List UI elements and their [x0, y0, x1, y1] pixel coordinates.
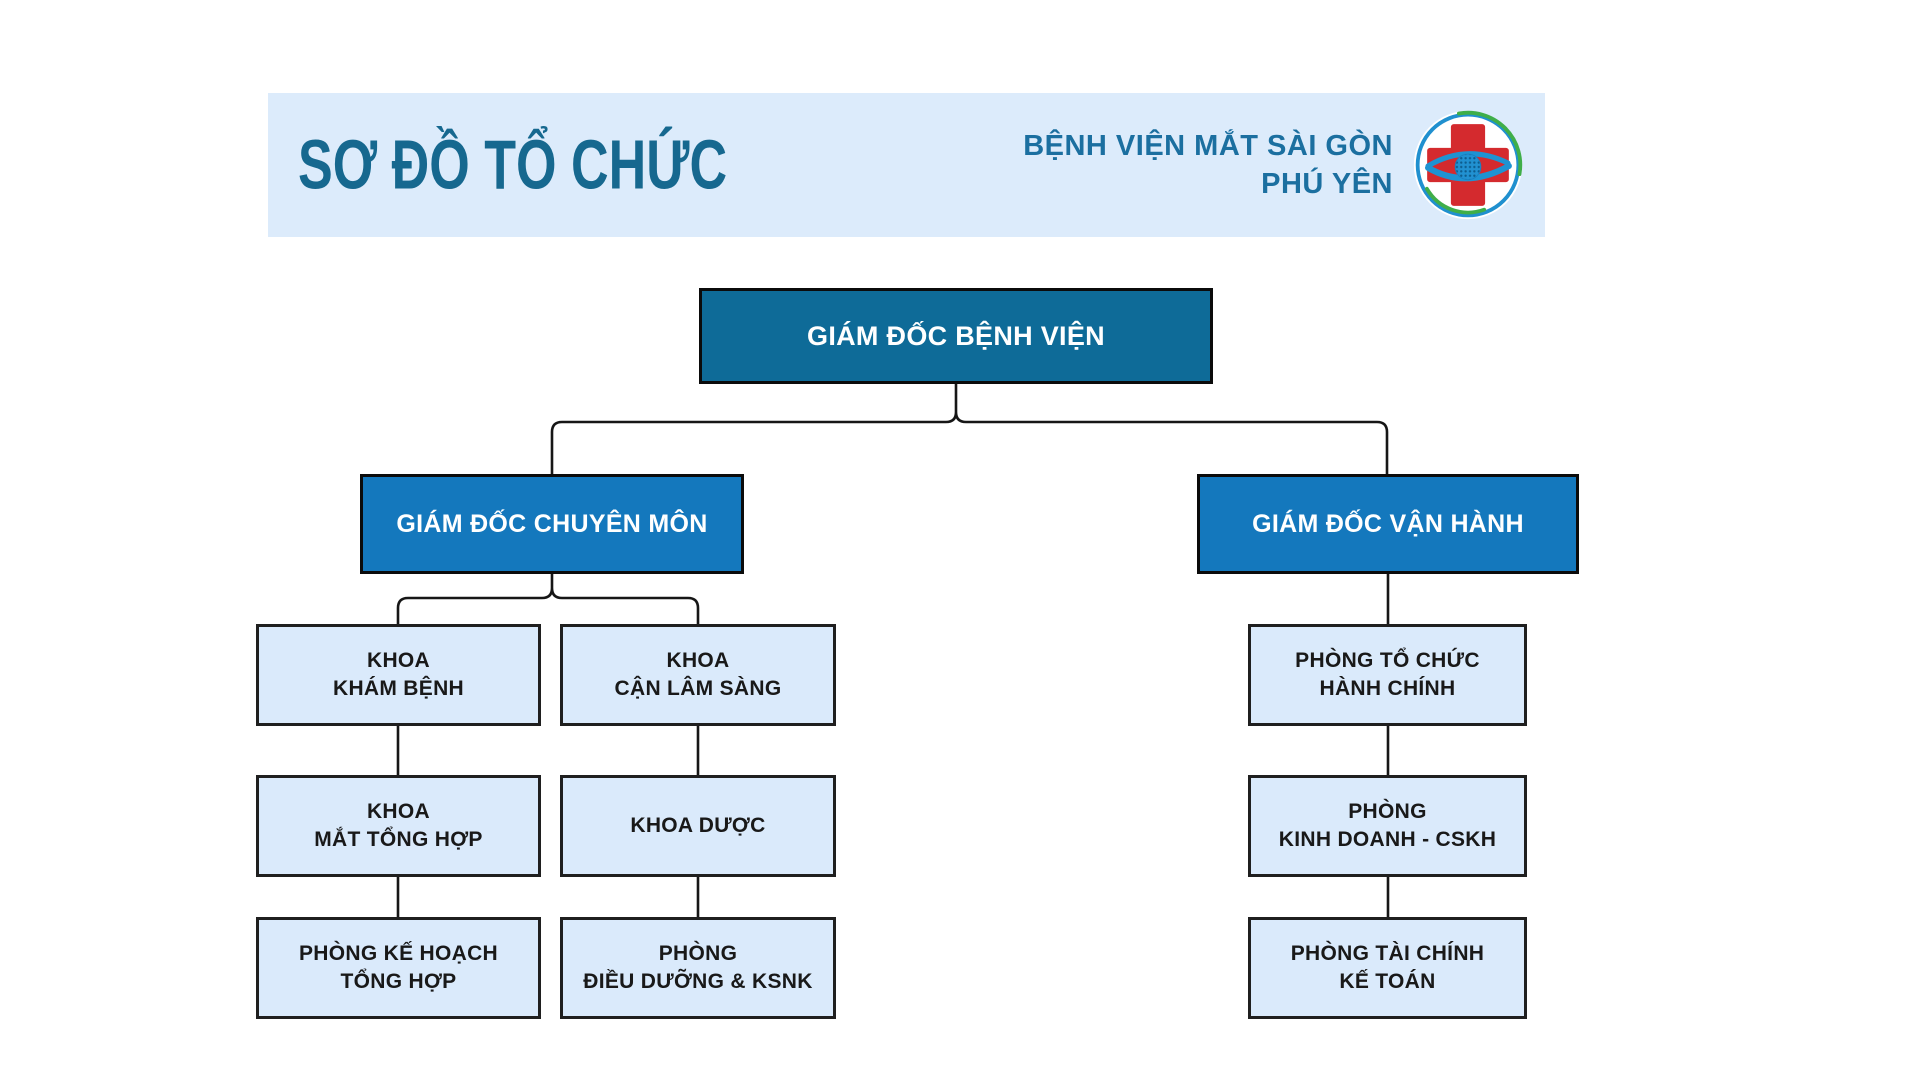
- eye-cross-hospital-logo-icon: [1413, 110, 1523, 220]
- node-giam-doc-chuyen-mon: GIÁM ĐỐC CHUYÊN MÔN: [360, 474, 744, 574]
- node-khoa-mat-tong-hop: KHOA MẮT TỔNG HỢP: [256, 775, 541, 877]
- node-giam-doc-van-hanh: GIÁM ĐỐC VẬN HÀNH: [1197, 474, 1579, 574]
- node-khoa-can-lam-sang: KHOA CẬN LÂM SÀNG: [560, 624, 836, 726]
- node-khoa-duoc: KHOA DƯỢC: [560, 775, 836, 877]
- hospital-name: BỆNH VIỆN MẮT SÀI GÒN PHÚ YÊN: [1023, 127, 1393, 204]
- header-right-group: BỆNH VIỆN MẮT SÀI GÒN PHÚ YÊN: [1023, 108, 1525, 222]
- page-title: SƠ ĐỒ TỔ CHỨC: [298, 126, 728, 204]
- hospital-name-line1: BỆNH VIỆN MẮT SÀI GÒN: [1023, 129, 1393, 162]
- header-band: SƠ ĐỒ TỔ CHỨC BỆNH VIỆN MẮT SÀI GÒN PHÚ …: [268, 93, 1545, 237]
- hospital-name-line2: PHÚ YÊN: [1261, 168, 1393, 200]
- node-khoa-kham-benh: KHOA KHÁM BỆNH: [256, 624, 541, 726]
- node-phong-tai-chinh-ke-toan: PHÒNG TÀI CHÍNH KẾ TOÁN: [1248, 917, 1527, 1019]
- node-phong-ke-hoach-tong-hop: PHÒNG KẾ HOẠCH TỔNG HỢP: [256, 917, 541, 1019]
- node-phong-kinh-doanh-cskh: PHÒNG KINH DOANH - CSKH: [1248, 775, 1527, 877]
- node-phong-to-chuc-hanh-chinh: PHÒNG TỔ CHỨC HÀNH CHÍNH: [1248, 624, 1527, 726]
- node-phong-dieu-duong-ksnk: PHÒNG ĐIỀU DƯỠNG & KSNK: [560, 917, 836, 1019]
- node-giam-doc-benh-vien: GIÁM ĐỐC BỆNH VIỆN: [699, 288, 1213, 384]
